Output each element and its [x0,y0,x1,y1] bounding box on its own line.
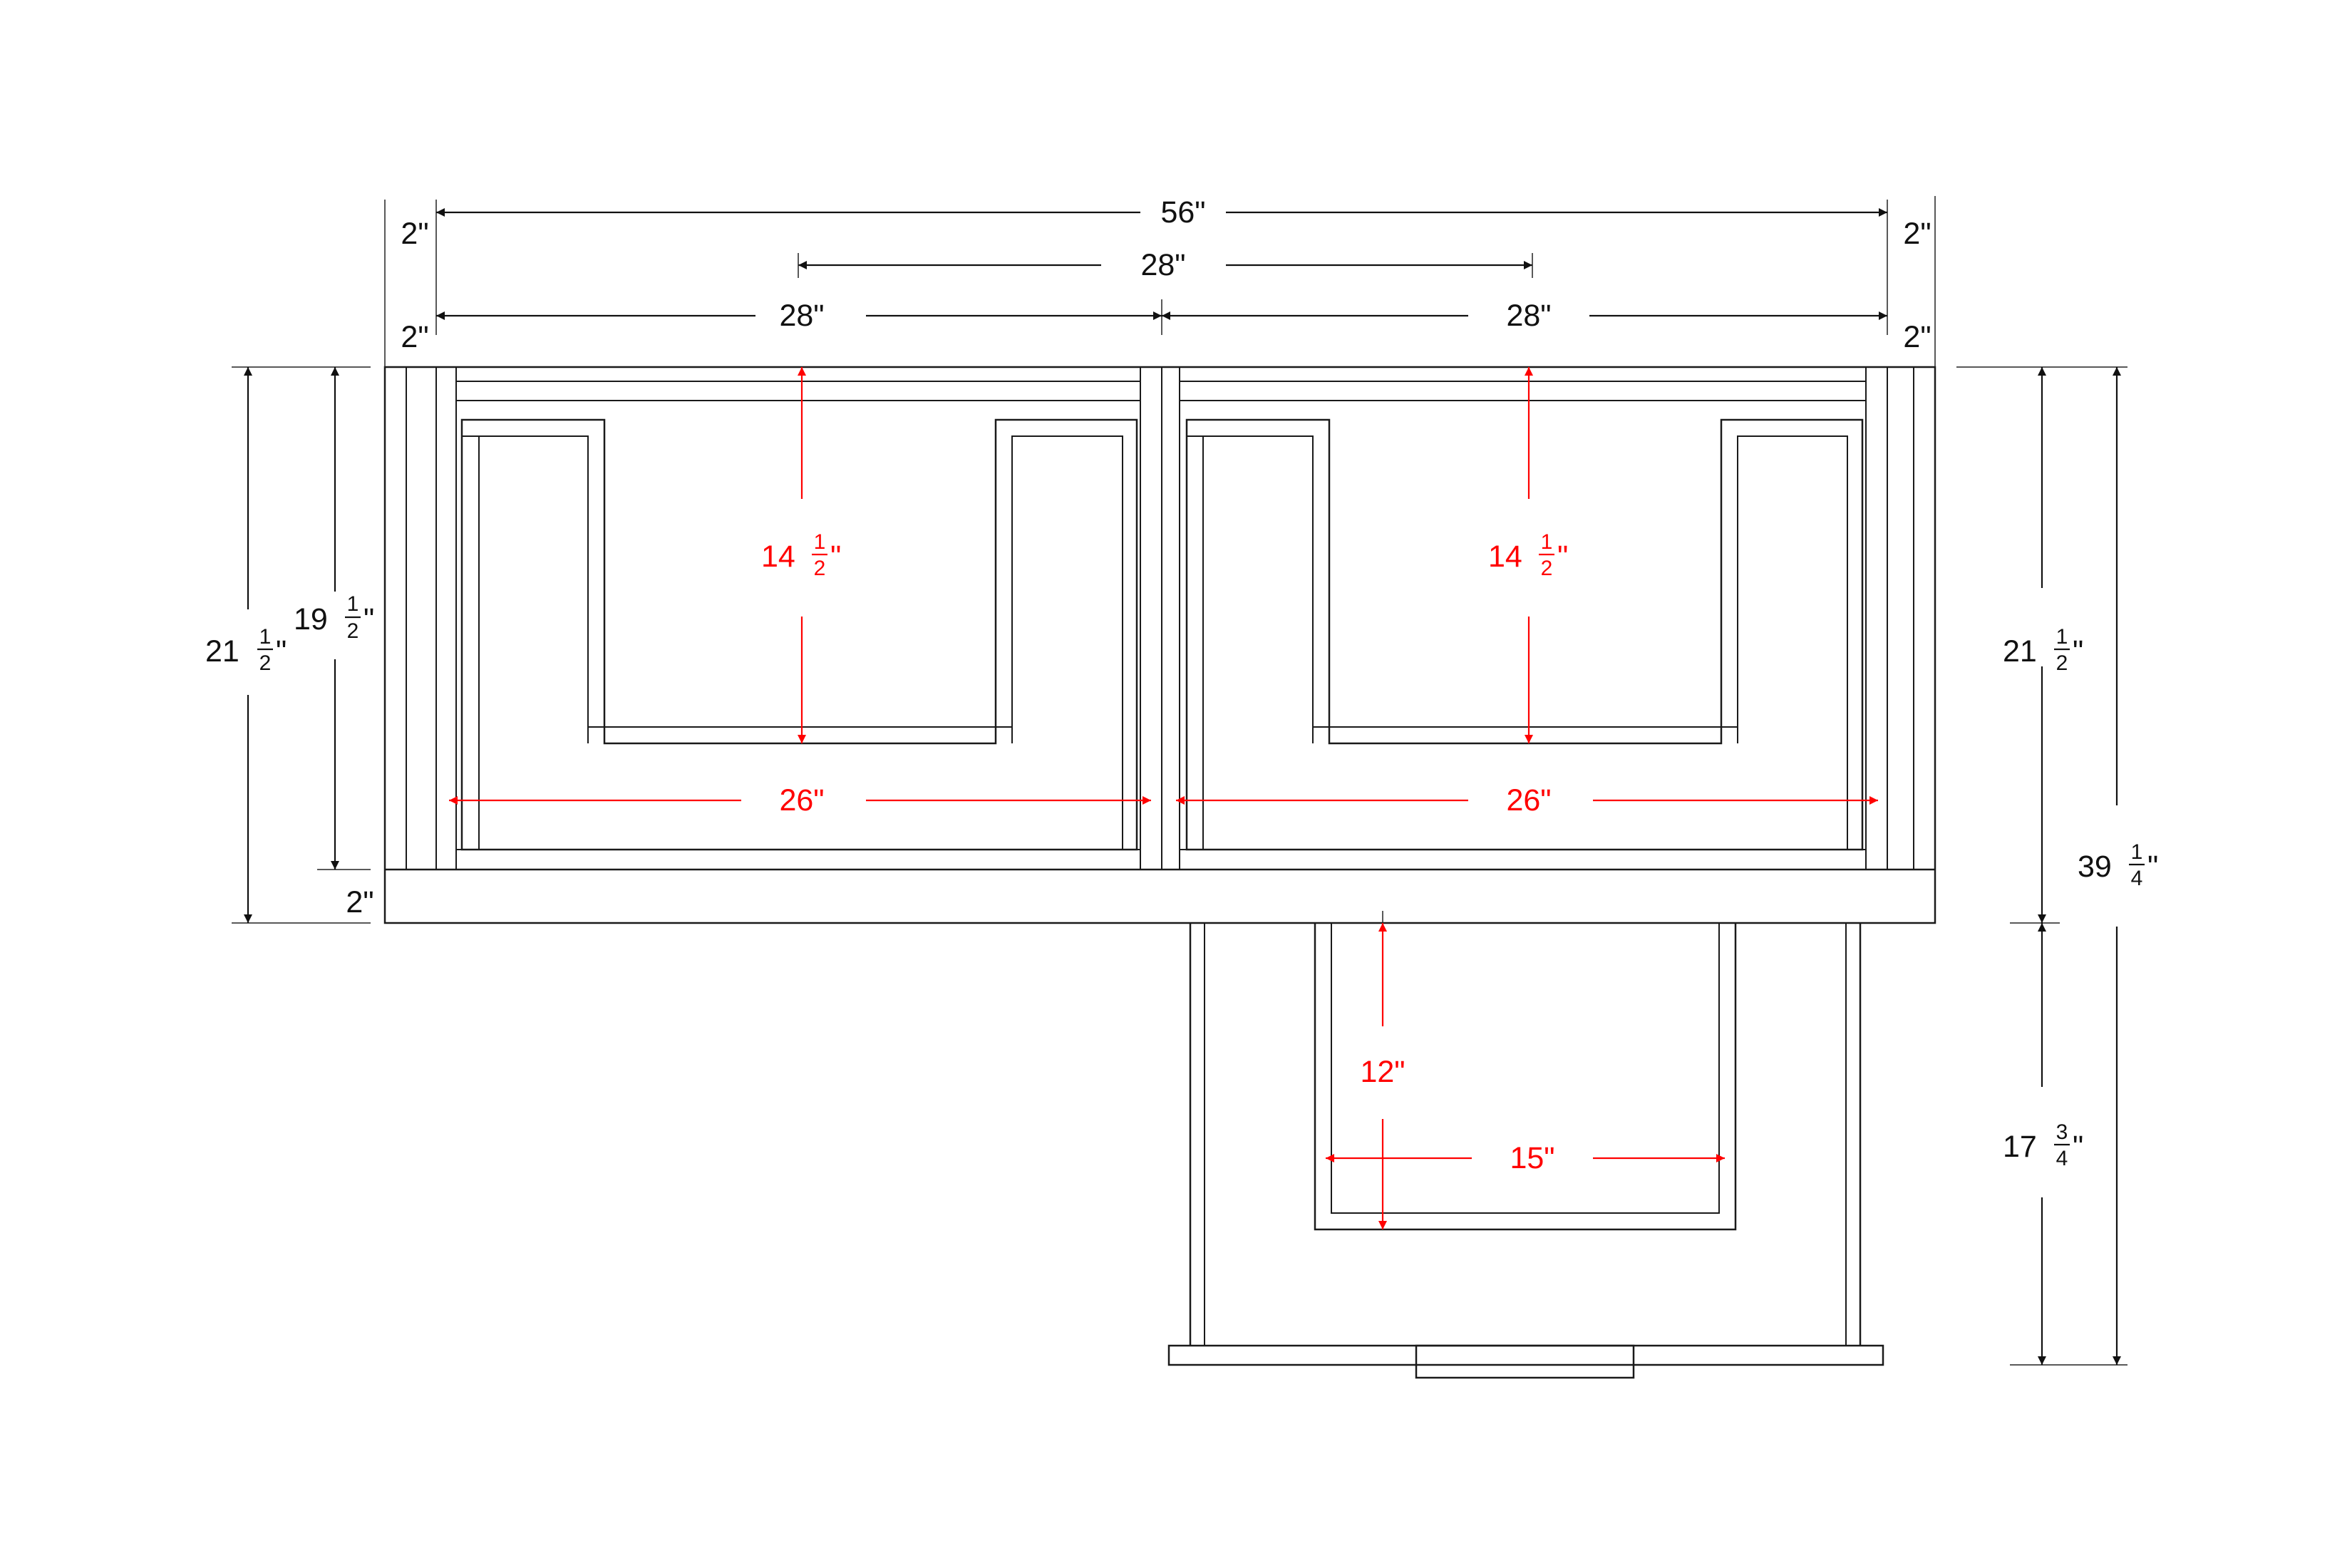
right-bay [1180,381,1866,851]
right-u-tray-inner [1202,435,1848,850]
right-opening-depth-num: 1 [1541,530,1553,554]
left-opening-depth-whole: 14 [761,540,795,574]
right-total-height-whole: 39 [2078,850,2112,884]
red-dimensions: 14 1 2 " 14 1 2 " 26" 26" 12" 15" [449,367,1878,1229]
upper-frame-outline [383,366,1936,924]
left-outer-height-num: 1 [259,625,272,649]
left-inner-height-label: 19 1 2 " [294,592,374,643]
right-opening-depth-den: 2 [1541,557,1553,580]
right-opening-depth-label: 14 1 2 " [1488,530,1568,580]
right-lower-height-num: 3 [2056,1120,2068,1144]
left-inner-height-unit: " [363,602,374,636]
right-lower-height-label: 17 3 4 " [2003,1120,2083,1170]
left-inner-height-whole: 19 [294,602,328,636]
right-upper-height-whole: 21 [2003,634,2037,669]
right-lower-height-unit: " [2073,1130,2083,1164]
left-opening-depth-unit: " [830,540,841,574]
left-interior-width-label: 26" [779,783,824,817]
upper-frame [383,366,1936,924]
left-inner-height-num: 1 [347,592,359,616]
right-lower-height-whole: 17 [2003,1130,2037,1164]
left-opening-depth-label: 14 1 2 " [761,530,841,580]
lower-opening-outer [1314,923,1737,1231]
left-outer-height-unit: " [276,634,287,669]
right-upper-height-num: 1 [2056,625,2068,649]
right-upper-height-den: 2 [2056,651,2068,675]
lower-section [1167,923,1884,1379]
left-u-tray-inner [478,435,1123,850]
end-board-top-right-label: 2" [1903,217,1931,251]
toe-block [1415,1344,1635,1379]
base-board [1167,1344,1884,1366]
lower-opening-width-label: 15" [1510,1141,1554,1175]
right-total-height-num: 1 [2131,840,2143,864]
left-outer-height-label: 21 1 2 " [205,625,287,675]
left-opening-depth-num: 1 [814,530,826,554]
right-interior-width-label: 26" [1506,783,1551,817]
right-opening-depth-whole: 14 [1488,540,1522,574]
left-opening-depth-den: 2 [814,557,826,580]
right-lower-height-den: 4 [2056,1147,2068,1170]
right-upper-height-label: 21 1 2 " [2003,625,2083,675]
end-board-mid-right-label: 2" [1903,320,1931,354]
right-upper-height-unit: " [2073,634,2083,669]
bottom-rail-label: 2" [346,885,373,919]
right-u-tray-outer [1185,418,1864,851]
right-total-height-den: 4 [2131,867,2143,890]
lower-opening-depth-label: 12" [1360,1055,1405,1089]
right-bay-width-label: 28" [1506,299,1551,333]
left-outer-height-den: 2 [259,651,272,675]
right-total-height-label: 39 1 4 " [2078,840,2158,890]
center-span-label: 28" [1140,248,1185,282]
lower-opening-inner [1331,923,1720,1214]
overall-width-label: 56" [1160,195,1205,229]
left-outer-height-whole: 21 [205,634,239,669]
right-total-height-unit: " [2147,850,2158,884]
end-board-mid-left-label: 2" [401,320,428,354]
left-bay-width-label: 28" [779,299,824,333]
left-u-tray-outer [460,418,1138,851]
left-bay [456,381,1140,851]
black-dimensions: 56" 28" 28" 28" 2" 2" 2" 2" 2" 21 1 2 " [205,195,2158,1365]
left-inner-height-den: 2 [347,619,359,643]
right-opening-depth-unit: " [1557,540,1568,574]
end-board-top-left-label: 2" [401,217,428,251]
